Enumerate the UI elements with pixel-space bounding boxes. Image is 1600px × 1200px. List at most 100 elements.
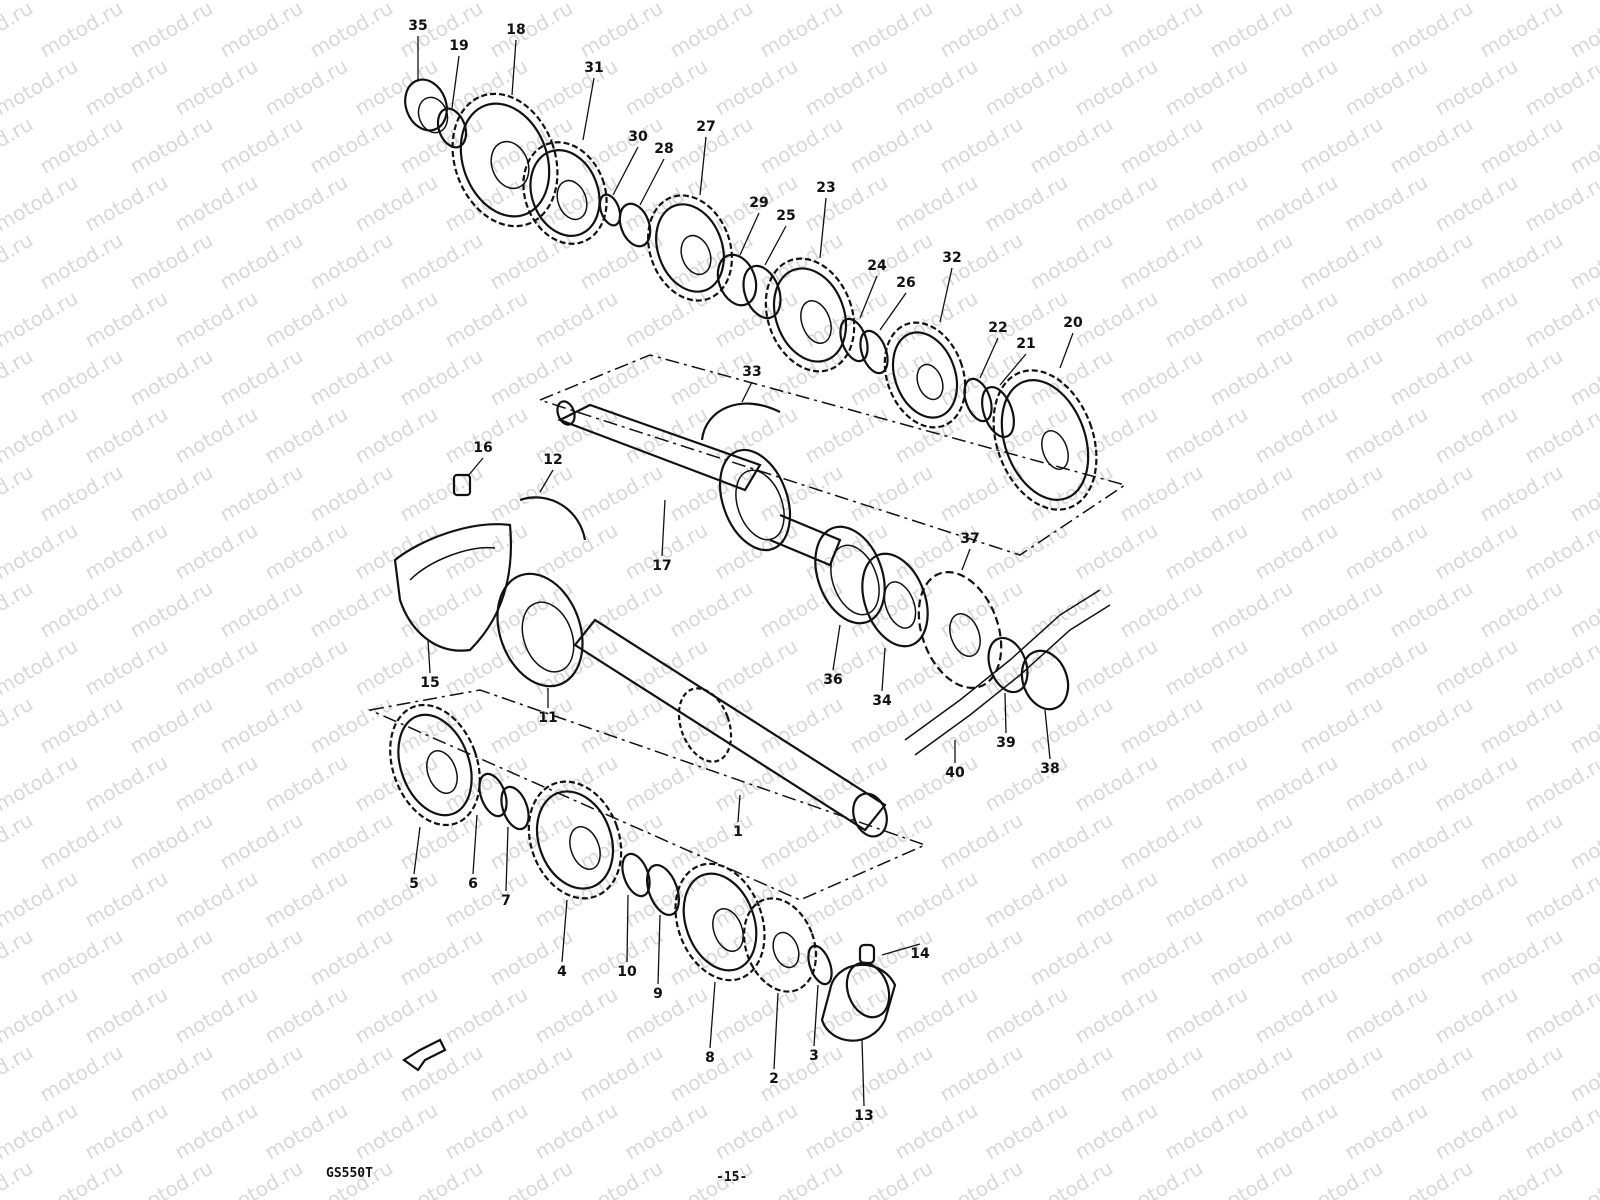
watermark-text: motod.ru: [396, 228, 487, 295]
watermark-text: motod.ru: [306, 808, 397, 875]
watermark-text: motod.ru: [396, 344, 487, 411]
leader-line-36: [832, 624, 841, 671]
leader-line-24: [859, 275, 878, 319]
watermark-text: motod.ru: [0, 692, 37, 759]
leader-line-37: [961, 548, 971, 571]
watermark-text: motod.ru: [666, 0, 757, 62]
watermark-text: motod.ru: [306, 460, 397, 527]
watermark-text: motod.ru: [1026, 1040, 1117, 1107]
watermark-text: motod.ru: [171, 54, 262, 121]
watermark-text: motod.ru: [576, 692, 667, 759]
watermark-text: motod.ru: [1161, 750, 1252, 817]
watermark-text: motod.ru: [1116, 576, 1207, 643]
watermark-text: motod.ru: [1566, 112, 1600, 179]
watermark-text: motod.ru: [1251, 1098, 1342, 1165]
callout-30: 30: [628, 129, 648, 145]
watermark-text: motod.ru: [0, 170, 82, 237]
watermark-text: motod.ru: [891, 866, 982, 933]
watermark-text: motod.ru: [81, 982, 172, 1049]
watermark-text: motod.ru: [981, 1098, 1072, 1165]
watermark-text: motod.ru: [1161, 982, 1252, 1049]
callout-13: 13: [854, 1108, 873, 1124]
gear-20: [992, 369, 1098, 511]
watermark-text: motod.ru: [1026, 344, 1117, 411]
leader-line-19: [451, 55, 460, 109]
watermark-text: motod.ru: [621, 634, 712, 701]
leader-line-1: [737, 794, 741, 823]
watermark-text: motod.ru: [351, 402, 442, 469]
gear-27: [647, 194, 733, 302]
watermark-text: motod.ru: [126, 1040, 217, 1107]
watermark-text: motod.ru: [891, 982, 982, 1049]
watermark-text: motod.ru: [216, 344, 307, 411]
leader-line-33: [741, 381, 753, 403]
watermark-text: motod.ru: [306, 112, 397, 179]
watermark-text: motod.ru: [1071, 1098, 1162, 1165]
callout-28: 28: [654, 141, 673, 157]
leader-line-29: [739, 212, 760, 256]
watermark-text: motod.ru: [1386, 808, 1477, 875]
leader-line-31: [582, 77, 595, 141]
watermark-text: motod.ru: [261, 866, 352, 933]
watermark-text: motod.ru: [171, 402, 262, 469]
watermark-text: motod.ru: [81, 866, 172, 933]
watermark-text: motod.ru: [1071, 54, 1162, 121]
watermark-text: motod.ru: [1521, 750, 1600, 817]
watermark-text: motod.ru: [171, 170, 262, 237]
watermark-text: motod.ru: [1026, 112, 1117, 179]
watermark-text: motod.ru: [36, 228, 127, 295]
watermark-text: motod.ru: [396, 1040, 487, 1107]
callout-37: 37: [960, 531, 979, 547]
watermark-text: motod.ru: [396, 1156, 487, 1200]
watermark-text: motod.ru: [1341, 402, 1432, 469]
watermark-text: motod.ru: [1521, 518, 1600, 585]
watermark-text: motod.ru: [81, 54, 172, 121]
watermark-text: motod.ru: [1026, 924, 1117, 991]
watermark-text: motod.ru: [1251, 54, 1342, 121]
watermark-text: motod.ru: [621, 402, 712, 469]
watermark-text: motod.ru: [756, 0, 847, 62]
watermark-text: motod.ru: [1026, 228, 1117, 295]
watermark-text: motod.ru: [216, 112, 307, 179]
watermark-text: motod.ru: [1206, 228, 1297, 295]
watermark-text: motod.ru: [396, 112, 487, 179]
watermark-text: motod.ru: [81, 0, 172, 4]
watermark-text: motod.ru: [891, 1098, 982, 1165]
callout-33: 33: [742, 364, 761, 380]
watermark-text: motod.ru: [846, 460, 937, 527]
watermark-text: motod.ru: [936, 460, 1027, 527]
watermark-text: motod.ru: [486, 228, 577, 295]
watermark-text: motod.ru: [1026, 808, 1117, 875]
leader-line-32: [939, 267, 953, 323]
watermark-text: motod.ru: [801, 170, 892, 237]
watermark-text: motod.ru: [1566, 1156, 1600, 1200]
watermark-text: motod.ru: [1431, 0, 1522, 4]
callout-1: 1: [733, 824, 743, 840]
watermark-text: motod.ru: [1566, 460, 1600, 527]
watermark-text: motod.ru: [1116, 1156, 1207, 1200]
page-number: -15-: [716, 1170, 747, 1185]
watermark-text: motod.ru: [216, 228, 307, 295]
watermark-text: motod.ru: [1161, 518, 1252, 585]
watermark-text: motod.ru: [306, 228, 397, 295]
watermark-text: motod.ru: [261, 286, 352, 353]
watermark-text: motod.ru: [1476, 112, 1567, 179]
watermark-text: motod.ru: [846, 808, 937, 875]
watermark-text: motod.ru: [261, 1098, 352, 1165]
watermark-text: motod.ru: [621, 982, 712, 1049]
gear-32: [883, 321, 967, 429]
sprocket-assembly: [814, 525, 1111, 756]
watermark-text: motod.ru: [531, 982, 622, 1049]
watermark-text: motod.ru: [1386, 112, 1477, 179]
watermark-text: motod.ru: [1521, 634, 1600, 701]
callout-29: 29: [749, 195, 768, 211]
watermark-text: motod.ru: [126, 1156, 217, 1200]
callout-4: 4: [557, 964, 567, 980]
watermark-text: motod.ru: [1341, 866, 1432, 933]
watermark-text: motod.ru: [1386, 1156, 1477, 1200]
watermark-text: motod.ru: [126, 576, 217, 643]
watermark-text: motod.ru: [1116, 692, 1207, 759]
watermark-text: motod.ru: [936, 0, 1027, 62]
watermark-text: motod.ru: [936, 576, 1027, 643]
